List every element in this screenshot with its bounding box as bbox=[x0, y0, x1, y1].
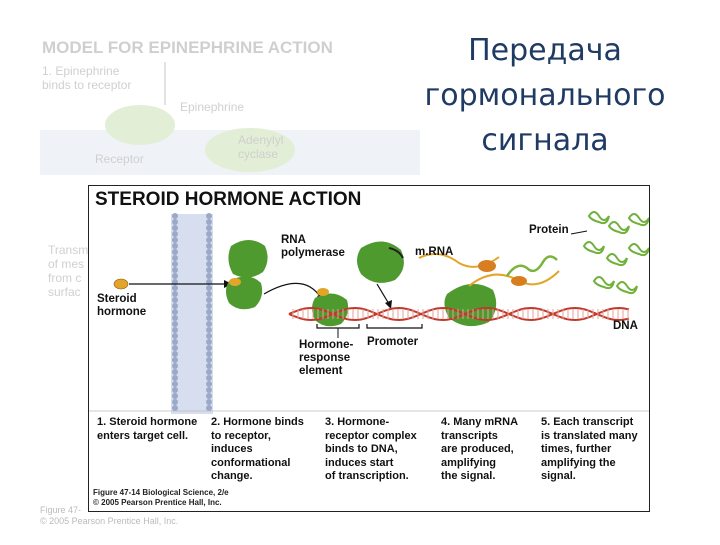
rna-polymerase bbox=[357, 241, 404, 283]
figure-title: STEROID HORMONE ACTION bbox=[95, 189, 362, 210]
slide-title: Передача гормонального сигнала bbox=[424, 33, 666, 158]
binding-arrow bbox=[263, 282, 322, 299]
background-step1: 1. Epinephrine binds to receptor bbox=[42, 64, 132, 92]
background-title: MODEL FOR EPINEPHRINE ACTION bbox=[42, 38, 333, 57]
protein-chain bbox=[505, 255, 558, 277]
protein-cluster bbox=[582, 211, 649, 295]
background-side-text: Transm of mes from c surfac bbox=[48, 243, 89, 299]
background-credit: Figure 47- © 2005 Pearson Prentice Hall,… bbox=[40, 505, 179, 526]
protein-label: Protein bbox=[529, 224, 569, 236]
background-epinephrine-label: Epinephrine bbox=[180, 100, 245, 114]
ribosome bbox=[478, 260, 496, 272]
promoter-bracket bbox=[366, 324, 423, 329]
steroid-hormone-label: Steroid hormone bbox=[97, 293, 147, 318]
steroid-figure-panel: STEROID HORMONE ACTION RNA polymerase m.… bbox=[88, 185, 650, 512]
dna-label: DNA bbox=[613, 320, 638, 332]
background-adenylyl-label: Adenylyl cyclase bbox=[238, 133, 284, 161]
ribosome-2 bbox=[511, 276, 527, 286]
step-3: 3. Hormone- receptor complex binds to DN… bbox=[325, 416, 417, 482]
mrna-label: m.RNA bbox=[415, 246, 454, 258]
steroid-diagram-art bbox=[89, 211, 649, 414]
cell-membrane bbox=[171, 213, 213, 414]
step-4: 4. Many mRNA transcripts are produced, a… bbox=[441, 416, 519, 482]
dna-helix bbox=[288, 306, 630, 322]
receptor-protein bbox=[228, 240, 268, 278]
rna-polymerase-label: RNA polymerase bbox=[281, 234, 345, 259]
figure-credit: Figure 47-14 Biological Science, 2/e © 2… bbox=[93, 488, 229, 507]
promoter-label: Promoter bbox=[367, 336, 419, 348]
step-5: 5. Each transcript is translated many ti… bbox=[541, 416, 638, 482]
background-receptor-label: Receptor bbox=[95, 152, 144, 166]
step-1: 1. Steroid hormone enters target cell. bbox=[97, 416, 198, 442]
background-membrane-art bbox=[40, 62, 420, 175]
background-figure: MODEL FOR EPINEPHRINE ACTION 1. Epinephr… bbox=[40, 38, 420, 299]
steroid-hormone-molecule bbox=[113, 278, 129, 290]
step-2: 2. Hormone binds to receptor, induces co… bbox=[211, 416, 304, 482]
hormone-response-element-label: Hormone- response element bbox=[299, 339, 354, 377]
